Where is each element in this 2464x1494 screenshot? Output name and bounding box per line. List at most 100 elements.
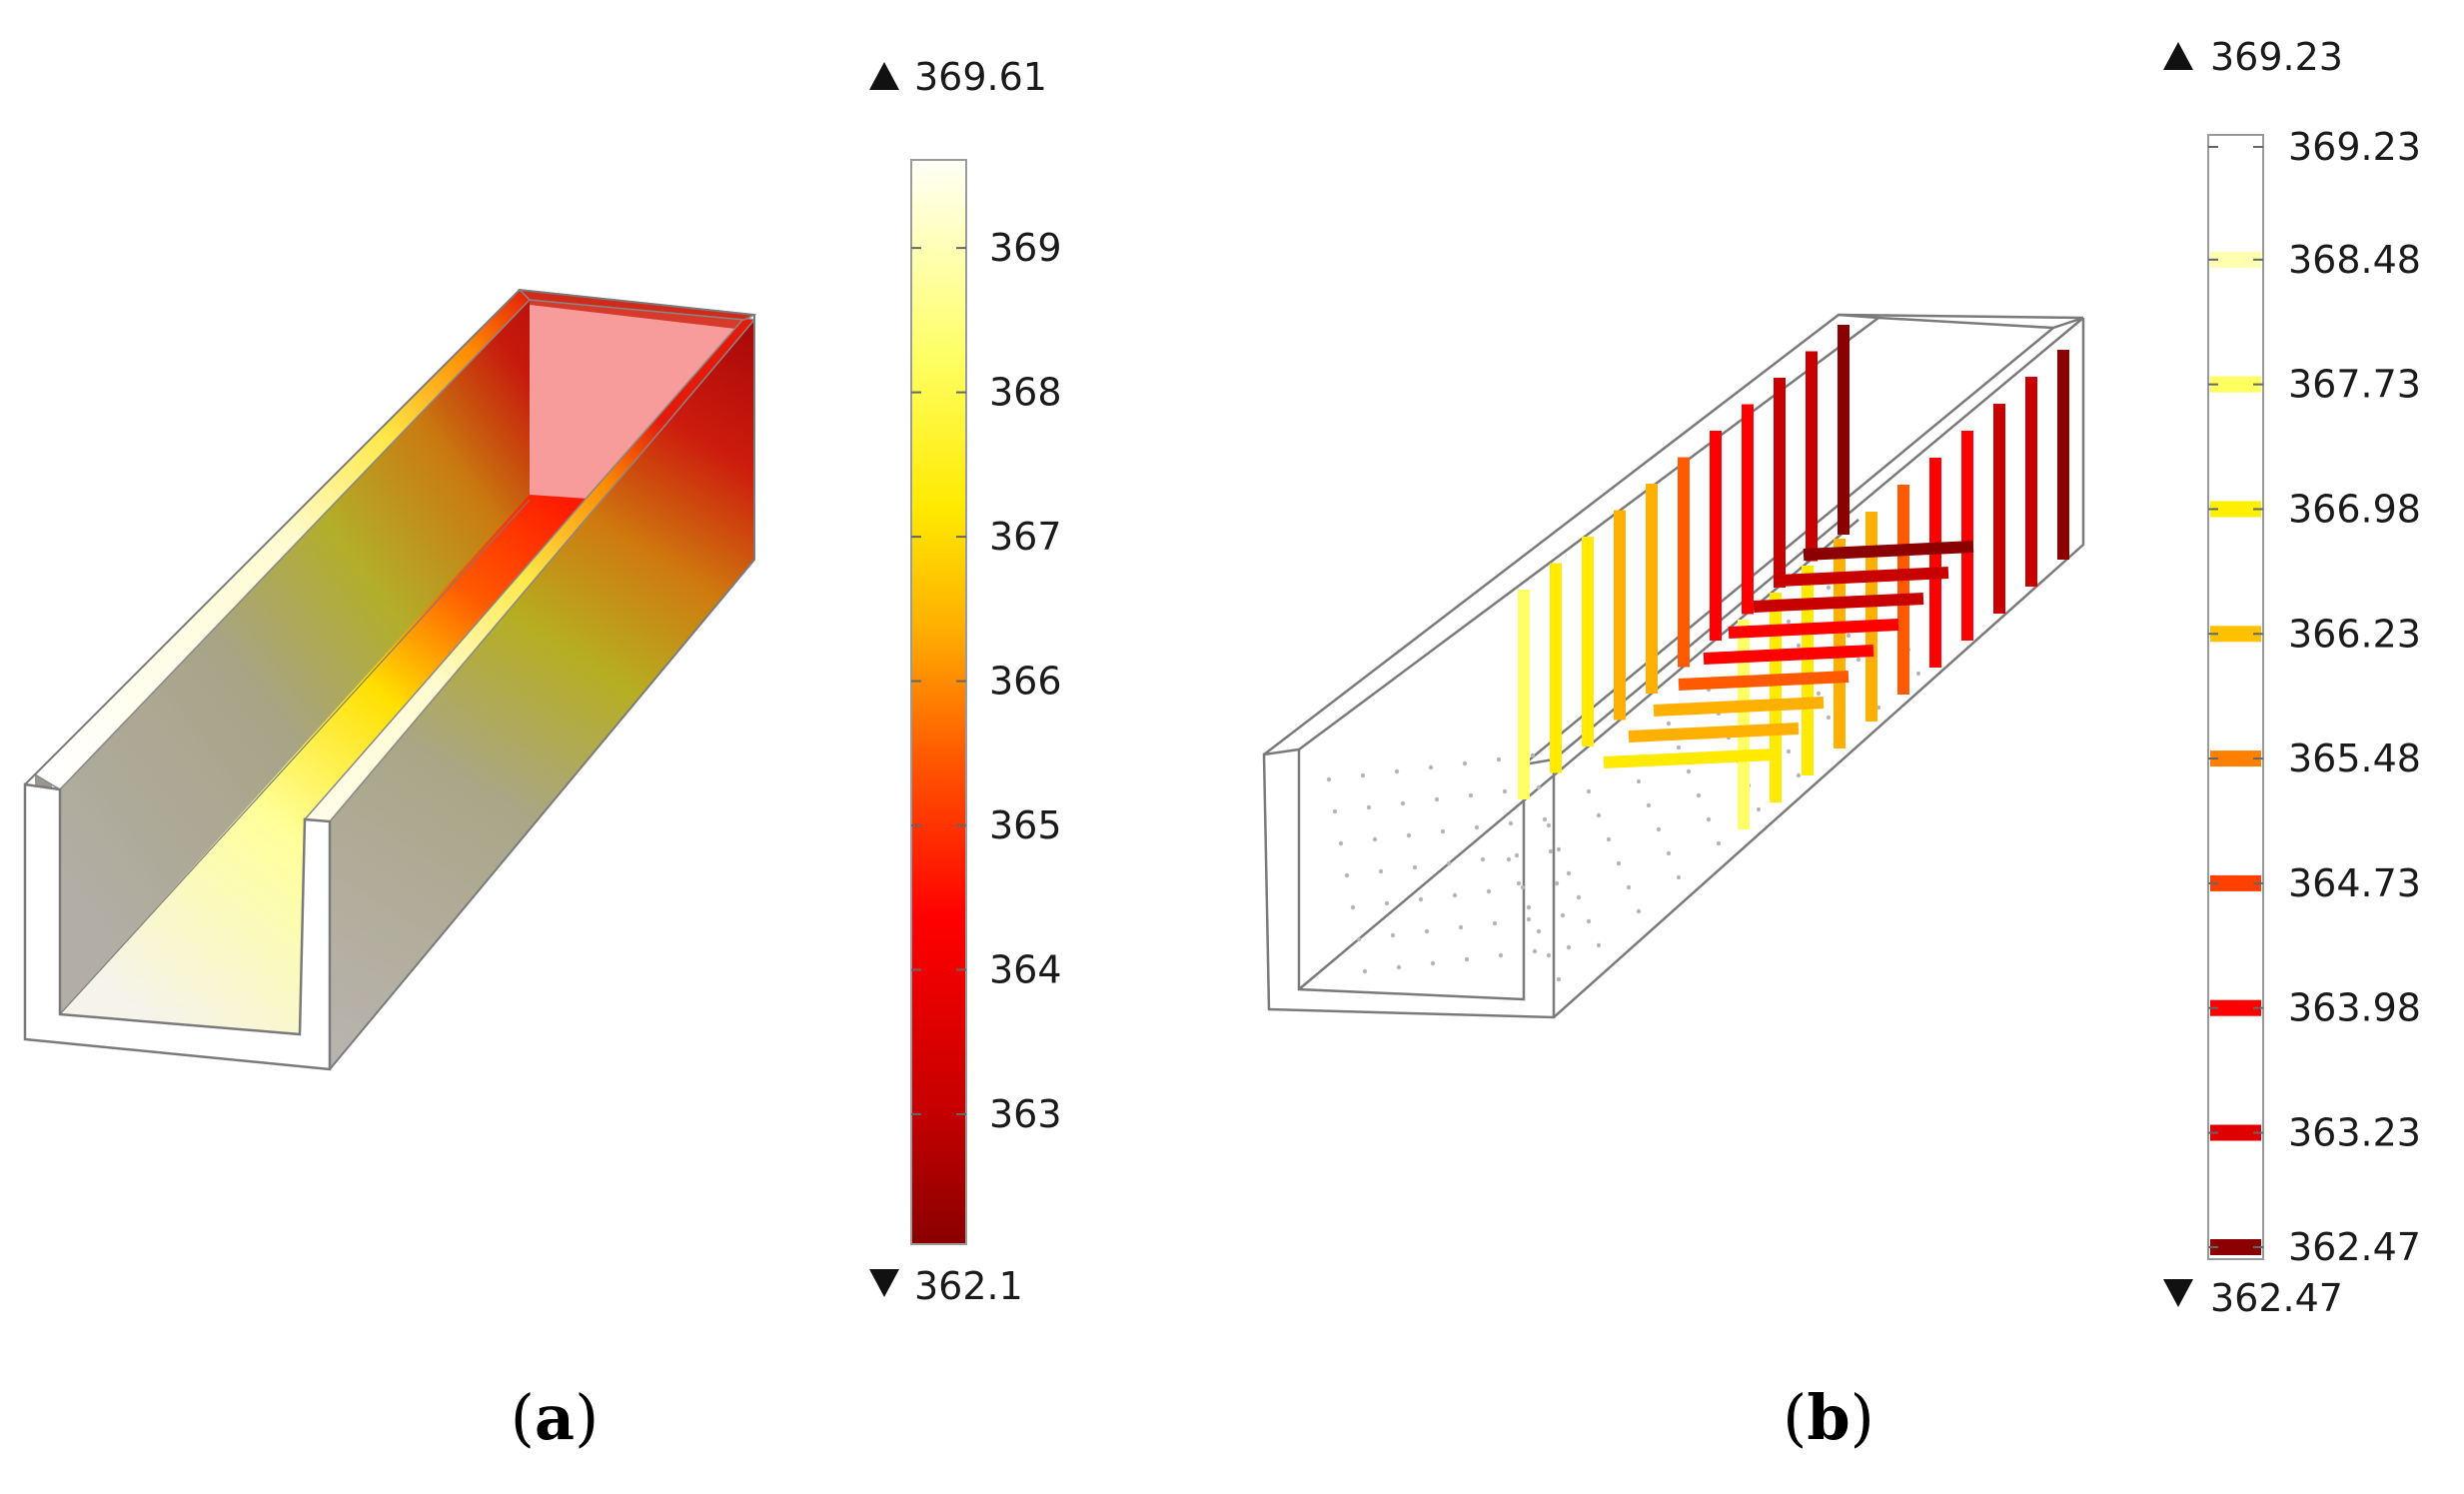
mesh-point [1656, 826, 1662, 832]
mesh-point [1716, 840, 1722, 846]
mesh-point [1344, 872, 1350, 878]
mesh-point [1430, 960, 1436, 966]
mesh-point [1360, 772, 1366, 778]
mesh-point [1480, 856, 1486, 862]
colorbar-b: 369.23 369.23368.48367.73366.98366.23365… [2163, 35, 2421, 1320]
mesh-point [1556, 976, 1562, 982]
colorbar-a-min-label: 362.1 [914, 1264, 1023, 1308]
mesh-point [1536, 928, 1542, 934]
mesh-point [1496, 756, 1502, 762]
mesh-point [1372, 836, 1378, 842]
mesh-point [1486, 888, 1492, 894]
colorbar-a-tick-label: 369 [989, 226, 1062, 270]
colorbar-b-frame [2207, 134, 2264, 1260]
colorbar-a-tick-label: 368 [989, 371, 1062, 415]
mesh-point [1826, 585, 1832, 591]
mesh-point [1816, 691, 1822, 697]
mesh-point [1468, 792, 1474, 798]
mesh-point [1428, 764, 1434, 770]
colorbar-a-gradient [910, 159, 967, 1245]
slice-segment [1703, 645, 1874, 665]
colorbar-b-tick-label: 364.73 [2288, 861, 2421, 905]
min-marker-icon [869, 1269, 899, 1297]
slice-segment [1728, 619, 1899, 639]
colorbar-b-max-label: 369.23 [2210, 35, 2343, 79]
mesh-point [1532, 948, 1538, 954]
mesh-point [1536, 784, 1542, 790]
slice-segment [1778, 567, 1949, 587]
mesh-point [1560, 912, 1566, 918]
colorbar-a-tick-label: 366 [989, 660, 1062, 704]
mesh-point [1546, 952, 1552, 958]
mesh-point [1796, 643, 1802, 649]
mesh-point [1666, 850, 1672, 856]
colorbar-a-max-label: 369.61 [914, 55, 1047, 99]
mesh-point [1516, 880, 1522, 886]
mesh-point [1526, 904, 1532, 910]
mesh-point [1596, 942, 1602, 948]
mesh-point [1458, 924, 1464, 930]
colorbar-b-level-swatch [2210, 750, 2261, 767]
colorbar-b-level-swatch [2210, 501, 2261, 518]
mesh-point [1636, 908, 1642, 914]
mesh-point [1378, 868, 1384, 874]
mesh-point [1676, 745, 1682, 750]
slice-segment [1678, 671, 1849, 691]
mesh-point [1514, 852, 1520, 858]
colorbar-b-ticks: 369.23368.48367.73366.98366.23365.48364.… [2208, 125, 2421, 1269]
mesh-point [1576, 894, 1582, 900]
mesh-point [1586, 788, 1592, 794]
colorbar-b-level-swatch [2210, 139, 2261, 155]
mesh-point [1530, 752, 1536, 758]
mesh-point [1366, 804, 1372, 810]
mesh-point [1786, 748, 1792, 754]
mesh-point [1548, 848, 1554, 854]
mesh-point [1400, 800, 1406, 806]
mesh-point [1646, 802, 1652, 808]
colorbar-b-tick-label: 363.98 [2288, 986, 2421, 1030]
mesh-point [1350, 904, 1356, 910]
mesh-point [1676, 874, 1682, 880]
mesh-point [1440, 828, 1446, 834]
mesh-point [1474, 824, 1480, 830]
mesh-point [1326, 776, 1332, 782]
mesh-point [1756, 806, 1762, 812]
colorbar-a-tick-label: 363 [989, 1092, 1062, 1136]
mesh-point [1332, 808, 1338, 814]
mesh-point [1406, 832, 1412, 838]
mesh-point [1424, 928, 1430, 934]
mesh-point [1452, 892, 1458, 898]
mesh-point [1464, 956, 1470, 962]
mesh-point [1356, 936, 1362, 942]
mesh-point [1606, 836, 1612, 842]
colorbar-b-tick-label: 369.23 [2288, 125, 2421, 169]
colorbar-b-level-swatch [2210, 376, 2261, 393]
mesh-point [1412, 864, 1418, 870]
caption-b: (b) [1783, 1381, 1874, 1454]
colorbar-b-tick-label: 368.48 [2288, 238, 2421, 282]
max-marker-icon [869, 62, 899, 90]
slice-segment [1603, 748, 1775, 768]
mesh-point [1418, 896, 1424, 902]
mesh-point [1384, 900, 1390, 906]
mesh-point [1696, 792, 1702, 798]
caption-a: (a) [511, 1381, 600, 1454]
mesh-point [1915, 671, 1921, 677]
mesh-point [1506, 856, 1512, 862]
right-wall-outer-face [330, 320, 754, 1069]
slice-segment [1653, 697, 1825, 717]
wireframe-outline [1262, 313, 2085, 1019]
mesh-point [1846, 633, 1851, 639]
channel-3d-model-a [23, 288, 757, 1071]
colorbar-b-level-swatch [2210, 1124, 2261, 1141]
min-marker-icon-b [2163, 1279, 2193, 1307]
slice-segment [1803, 541, 1974, 561]
max-marker-icon-b [2163, 42, 2193, 70]
mesh-point [1526, 916, 1532, 922]
mesh-point [1396, 964, 1402, 970]
colorbar-b-tick-label: 365.48 [2288, 737, 2421, 780]
mesh-point [1566, 870, 1572, 876]
